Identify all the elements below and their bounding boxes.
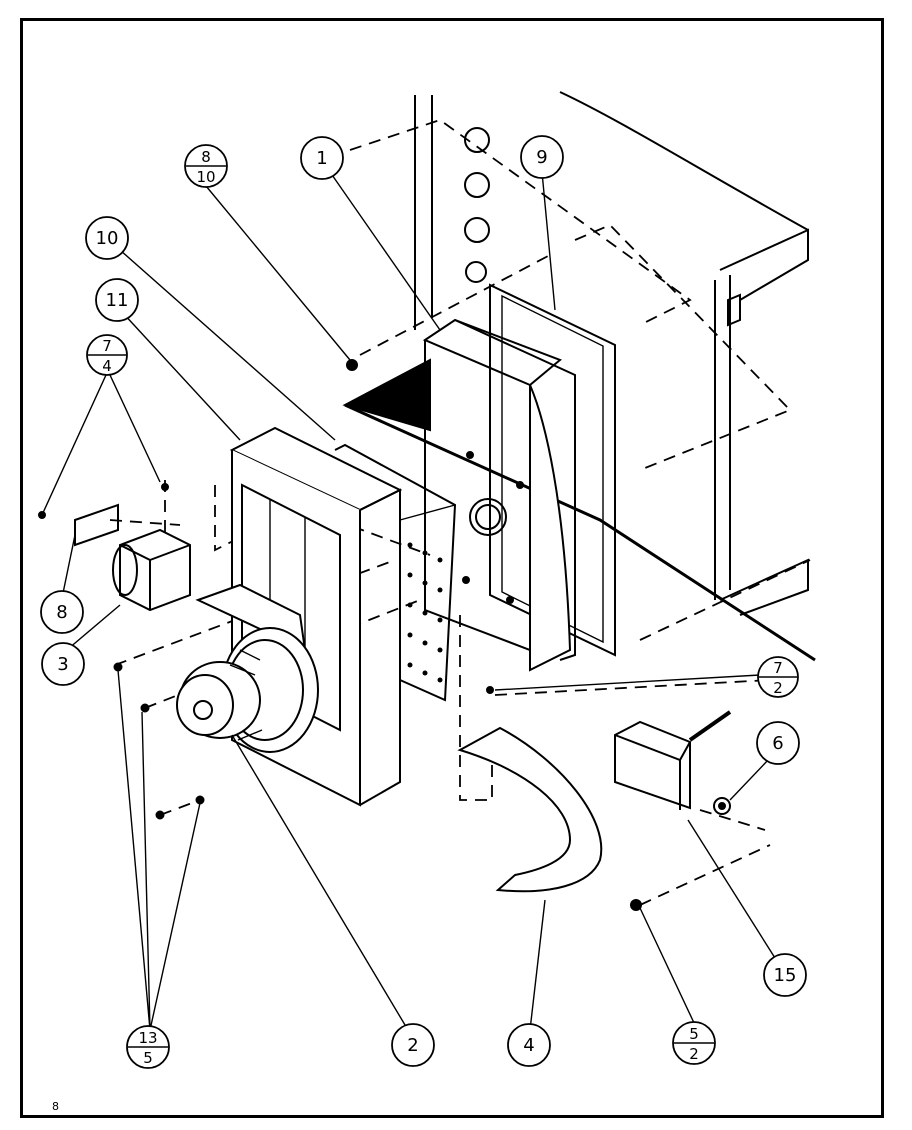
callout-3-label: 3 [57,654,68,675]
perforated-plate [334,443,457,702]
callout-10-circle [85,216,129,260]
callout-4-label: 4 [523,1035,534,1056]
label-plate [74,503,119,547]
collector-box [422,318,576,672]
page-number: 8 [52,1100,59,1113]
fraction-7-2-top: 7 [773,659,783,677]
gasket-panel [489,283,616,657]
fasteners [38,359,731,911]
dashed-alignment-lines [109,119,811,906]
flue-baffle [457,726,603,893]
callout-8-circle [40,590,84,634]
fraction-7-4-bottom: 4 [102,357,112,375]
pressure-switch [614,710,732,810]
callout-11-label: 11 [106,290,129,311]
fraction-13-5-bottom: 5 [143,1049,153,1067]
callout-15-label: 15 [774,965,797,986]
callout-1-circle [300,136,344,180]
callout-8-label: 8 [56,602,67,623]
callout-2-label: 2 [407,1035,418,1056]
cabinet-frame [342,91,816,662]
fraction-dividers [88,165,797,1048]
callout-1-label: 1 [316,148,327,169]
callout-2-circle [391,1023,435,1067]
callout-3-circle [41,642,85,686]
fraction-8-10-bottom: 10 [196,168,215,186]
callout-bubbles [40,135,807,1069]
callout-4-circle [507,1023,551,1067]
fraction-5-2-bottom: 2 [689,1045,699,1063]
fraction-8-10-top: 8 [201,148,211,166]
fraction-7-4-top: 7 [102,337,112,355]
limit-switch [112,528,191,612]
callout-6-circle [756,721,800,765]
callout-15-circle [763,953,807,997]
fraction-13-5-top: 13 [138,1029,157,1047]
callout-6-label: 6 [772,733,783,754]
draft-inducer-blower [176,583,319,753]
callout-11-circle [95,278,139,322]
fraction-7-2-bottom: 2 [773,679,783,697]
callout-10-label: 10 [96,228,119,249]
page-border [20,18,884,1118]
callout-9-label: 9 [536,147,547,168]
fraction-5-2-top: 5 [689,1025,699,1043]
leader-lines [41,171,776,1031]
callout-9-circle [520,135,564,179]
